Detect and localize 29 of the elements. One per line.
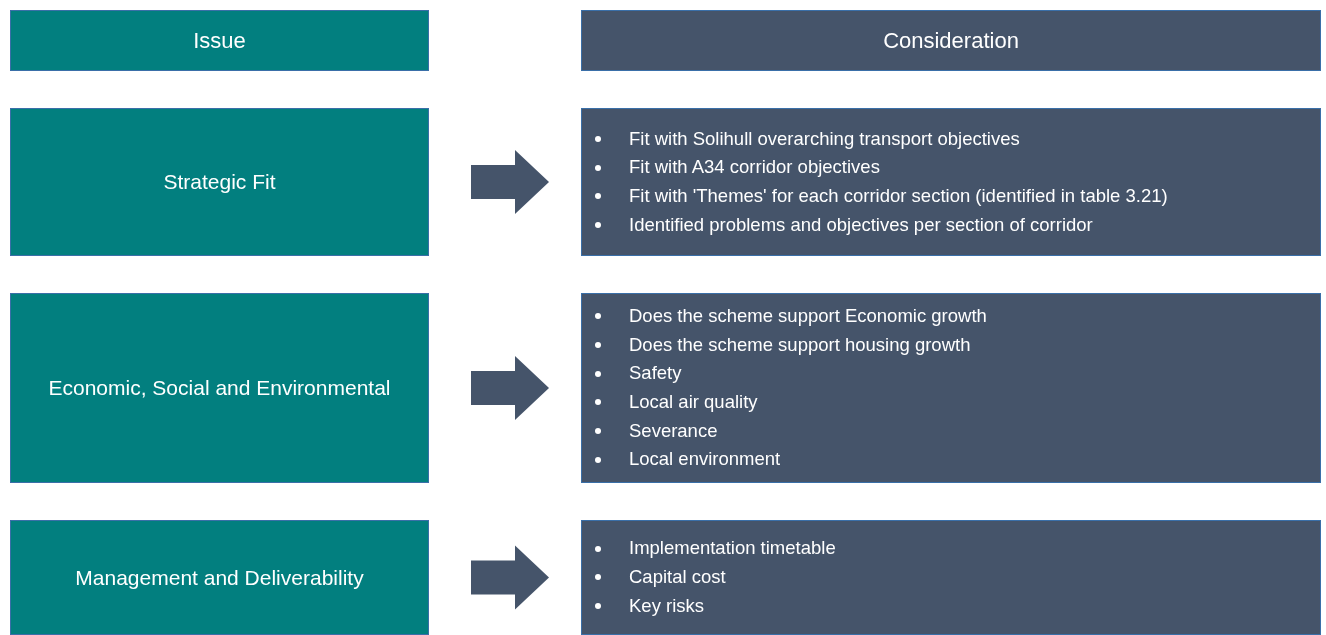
column-header: Consideration (883, 27, 1019, 54)
bullet-item: Key risks (629, 593, 705, 618)
bullet-item: Does the scheme support Economic growth (629, 303, 987, 328)
consideration-box (581, 293, 1321, 483)
column-header: Issue (193, 27, 246, 54)
bullet-item: Fit with 'Themes' for each corridor section (identified in table 3.21) (629, 184, 1168, 208)
bullet-item: Implementation timetable (629, 536, 836, 561)
bullet-item: Severance (629, 418, 718, 443)
issue-box (10, 10, 429, 71)
issue-box (10, 520, 429, 635)
bullet-item: Safety (629, 361, 682, 386)
consideration-box (581, 520, 1321, 635)
issue-box (10, 108, 429, 256)
issue-label: Economic, Social and Environmental (48, 376, 391, 400)
consideration-box (581, 108, 1321, 256)
bullet-item: Fit with Solihull overarching transport objectives (629, 126, 1020, 151)
issue-label: Management and Deliverability (75, 565, 364, 590)
issue-box (10, 293, 429, 483)
block-arrow (471, 150, 549, 214)
bullet-item: Fit with A34 corridor objectives (629, 155, 880, 180)
issue-label: Strategic Fit (163, 170, 276, 194)
bullet-item: Identified problems and objectives per section of corridor (629, 212, 1093, 237)
bullet-item: Local environment (629, 447, 781, 472)
block-arrow (471, 545, 549, 610)
bullet-item: Capital cost (629, 565, 726, 590)
consideration-box (581, 10, 1321, 71)
block-arrow (471, 356, 549, 420)
bullet-item: Does the scheme support housing growth (629, 332, 971, 357)
bullet-item: Local air quality (629, 390, 758, 414)
